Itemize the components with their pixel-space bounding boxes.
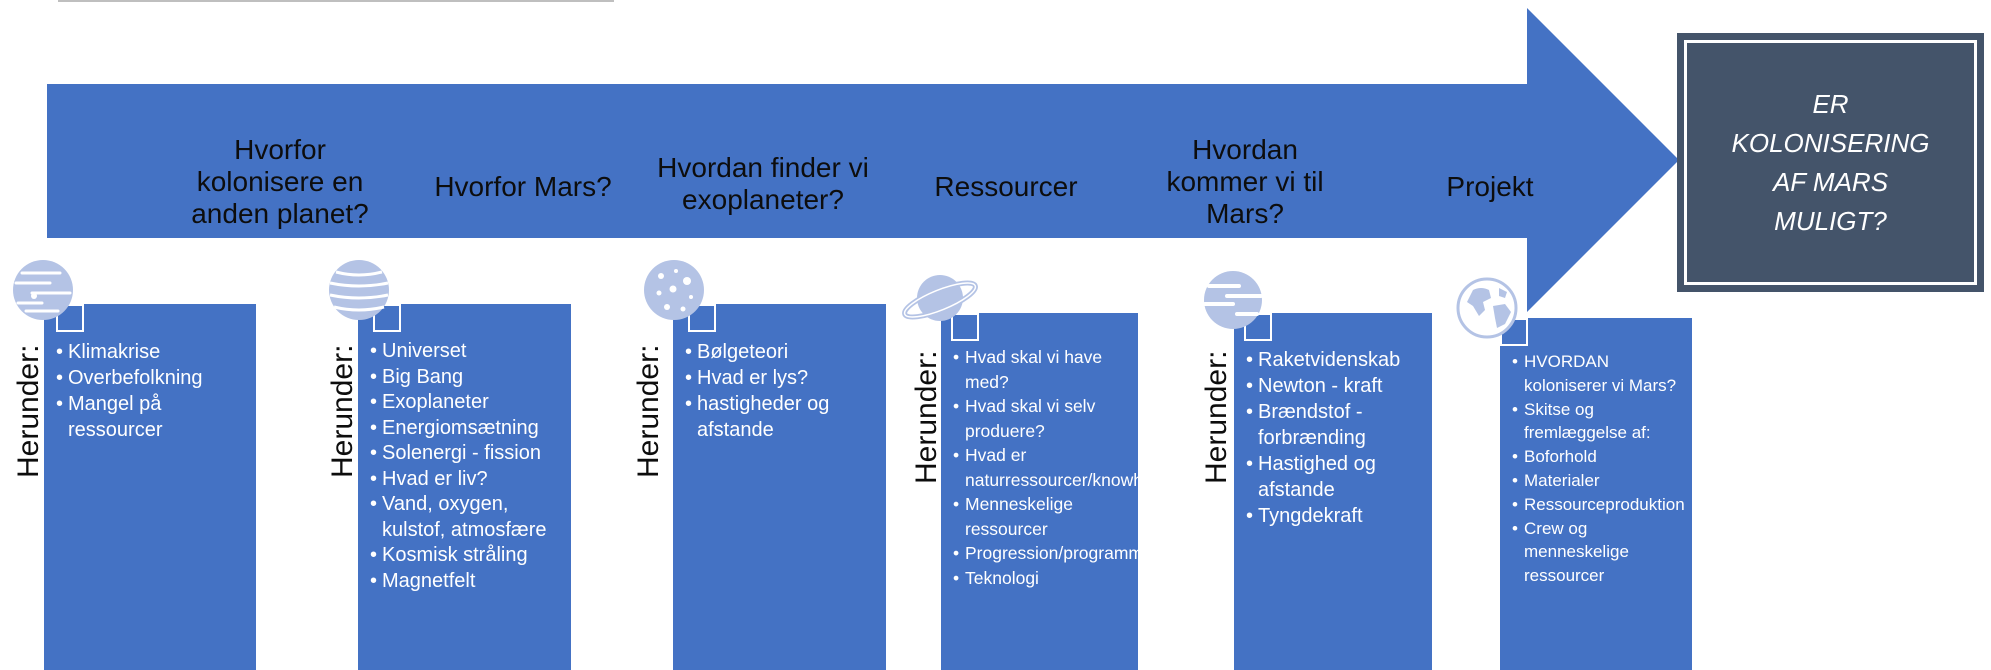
step-title-1: Hvorfor kolonisere en anden planet? bbox=[191, 134, 369, 229]
list-item: hastigheder og afstande bbox=[685, 391, 880, 443]
list-item: Solenergi - fission bbox=[370, 441, 566, 467]
list-item: Hvad er liv? bbox=[370, 467, 566, 493]
list-item: Klimakrise bbox=[56, 339, 251, 365]
process-arrow-shape bbox=[47, 8, 1679, 312]
herunder-label-5: Herunder: bbox=[1200, 350, 1233, 484]
planet-striped-icon bbox=[13, 260, 73, 320]
list-item: Skitse og fremlæggelse af: bbox=[1512, 398, 1688, 446]
topic-list-2: Universet Big Bang Exoplaneter Energioms… bbox=[370, 339, 566, 594]
step-panel-6: HVORDAN koloniserer vi Mars? Skitse og f… bbox=[1500, 318, 1692, 670]
step-panel-4: Hvad skal vi have med? Hvad skal vi selv… bbox=[941, 313, 1182, 670]
topic-list-5: Raketvidenskab Newton - kraft Brændstof … bbox=[1246, 347, 1428, 529]
list-item: Tyngdekraft bbox=[1246, 503, 1428, 529]
list-item: Big Bang bbox=[370, 365, 566, 391]
herunder-label-3: Herunder: bbox=[632, 344, 665, 478]
goal-box: ER KOLONISERING AF MARS MULIGT? bbox=[1677, 33, 1984, 292]
list-item: Newton - kraft bbox=[1246, 373, 1428, 399]
list-item: Overbefolkning bbox=[56, 365, 251, 391]
herunder-label-1: Herunder: bbox=[12, 344, 45, 478]
list-item: Materialer bbox=[1512, 469, 1688, 493]
step-title-5: Hvordan kommer vi til Mars? bbox=[1166, 134, 1324, 229]
list-item: Boforhold bbox=[1512, 445, 1688, 469]
panel-tab-4 bbox=[951, 313, 979, 341]
step-panel-5: Raketvidenskab Newton - kraft Brændstof … bbox=[1234, 313, 1432, 670]
list-item: Raketvidenskab bbox=[1246, 347, 1428, 373]
topic-list-6: HVORDAN koloniserer vi Mars? Skitse og f… bbox=[1512, 350, 1688, 588]
planet-gas-icon bbox=[1203, 271, 1263, 329]
list-item: Universet bbox=[370, 339, 566, 365]
step-panel-1: Klimakrise Overbefolkning Mangel på ress… bbox=[44, 304, 256, 670]
goal-question: ER KOLONISERING AF MARS MULIGT? bbox=[1731, 88, 1930, 236]
list-item: Vand, oxygen, kulstof, atmosfære bbox=[370, 492, 566, 543]
topic-list-4: Hvad skal vi have med? Hvad skal vi selv… bbox=[953, 345, 1182, 591]
herunder-label-4: Herunder: bbox=[910, 350, 943, 484]
list-item: Hvad skal vi selv produere? bbox=[953, 394, 1133, 443]
topic-list-3: Bølgeteori Hvad er lys? hastigheder og a… bbox=[685, 339, 880, 443]
planet-ringed-icon bbox=[902, 275, 978, 321]
list-item: Bølgeteori bbox=[685, 339, 880, 365]
list-item: Energiomsætning bbox=[370, 416, 566, 442]
list-item: Crew og menneskelige ressourcer bbox=[1512, 517, 1688, 588]
planet-cratered-icon bbox=[644, 260, 704, 320]
list-item: Mangel på ressourcer bbox=[56, 391, 251, 443]
globe-icon bbox=[1456, 277, 1518, 339]
step-title-3: Hvordan finder vi exoplaneter? bbox=[657, 152, 869, 215]
list-item: Magnetfelt bbox=[370, 569, 566, 595]
step-panel-3: Bølgeteori Hvad er lys? hastigheder og a… bbox=[673, 304, 886, 670]
planet-banded-icon bbox=[329, 260, 389, 320]
topic-list-1: Klimakrise Overbefolkning Mangel på ress… bbox=[56, 339, 251, 443]
panel-tab-3 bbox=[688, 304, 716, 332]
step-title-4: Ressourcer bbox=[934, 171, 1078, 202]
step-title-2: Hvorfor Mars? bbox=[434, 171, 612, 202]
list-item: Hvad skal vi have med? bbox=[953, 345, 1133, 394]
list-item: Brændstof - forbrænding bbox=[1246, 399, 1428, 451]
list-item: HVORDAN koloniserer vi Mars? bbox=[1512, 350, 1688, 398]
step-title-6: Projekt bbox=[1446, 171, 1534, 202]
list-item: Hvad er naturressourcer/knowhow? bbox=[953, 443, 1175, 492]
list-item: Hvad er lys? bbox=[685, 365, 880, 391]
step-panel-2: Universet Big Bang Exoplaneter Energioms… bbox=[358, 304, 571, 670]
top-rule bbox=[58, 0, 614, 2]
list-item: Progression/programmering bbox=[953, 541, 1182, 566]
herunder-label-2: Herunder: bbox=[326, 344, 359, 478]
list-item: Teknologi bbox=[953, 566, 1133, 591]
list-item: Kosmisk stråling bbox=[370, 543, 566, 569]
list-item: Ressourceproduktion bbox=[1512, 493, 1688, 517]
list-item: Hastighed og afstande bbox=[1246, 451, 1428, 503]
list-item: Exoplaneter bbox=[370, 390, 566, 416]
list-item: Menneskelige ressourcer bbox=[953, 492, 1133, 541]
